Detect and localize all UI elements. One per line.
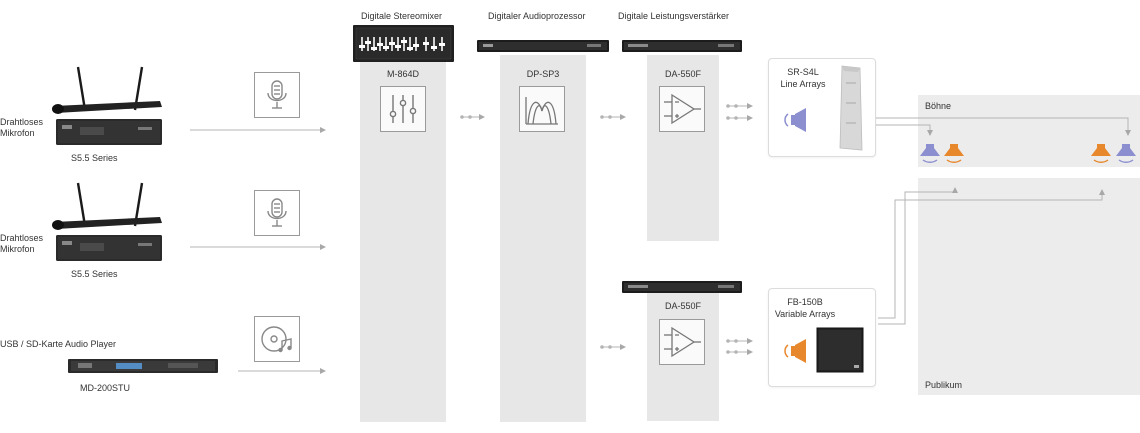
amplifier-column-header: Digitale Leistungsverstärker (618, 11, 730, 21)
variable-array-to-stage-right-connector (878, 189, 1105, 319)
stage-speaker-orange-right-icon (1090, 142, 1112, 166)
speaker-orange-icon (784, 339, 810, 363)
amplifier-bottom-icon (659, 319, 705, 365)
processor-filter-icon (519, 86, 565, 132)
amplifier-top-device-label: DA-550F (664, 69, 701, 79)
mixer-device-label: M-864D (386, 69, 419, 79)
variable-array-model: FB-150B (787, 297, 823, 307)
source-1-model: S5.5 Series (71, 153, 118, 163)
processor-device-label: DP-SP3 (526, 69, 560, 79)
amplifier-top-icon (659, 86, 705, 132)
source-3-label: USB / SD-Karte Audio Player (0, 339, 117, 349)
amplifier-bottom-device-label: DA-550F (664, 301, 701, 311)
variable-array-type: Variable Arrays (774, 309, 836, 319)
line-array-type: Line Arrays (780, 79, 826, 89)
mixer-rack-image (353, 25, 454, 62)
line-array-to-stage-left-connector (876, 124, 933, 136)
line-array-to-stage-right-connector (876, 117, 1131, 136)
stage-speaker-blue-left-icon (919, 142, 941, 166)
speaker-blue-icon (784, 108, 810, 132)
audience-zone-label: Publikum (925, 380, 963, 390)
wireless-receiver-1-image (50, 65, 165, 150)
amplifier-bottom-rack-image (622, 281, 742, 293)
source-3-model: MD-200STU (80, 383, 131, 393)
processor-rack-image (477, 40, 609, 52)
audience-zone (918, 178, 1140, 395)
stage-zone-label: Böhne (925, 101, 952, 111)
line-array-model: SR-S4L (787, 67, 819, 77)
variable-array-to-stage-left-connector (878, 187, 958, 325)
source-2-label: Drahtloses Mikrofon (0, 233, 43, 255)
source-1-label-line2: Mikrofon (0, 128, 35, 138)
source-2-model: S5.5 Series (71, 269, 118, 279)
line-array-speaker-image (836, 64, 866, 152)
media-player-image (68, 355, 218, 377)
processor-column-header: Digitaler Audioprozessor (488, 11, 586, 21)
stage-speaker-orange-left-icon (943, 142, 965, 166)
mixer-fader-icon (380, 86, 426, 132)
disc-music-icon (254, 316, 300, 362)
mixer-column-header: Digitale Stereomixer (361, 11, 443, 21)
amplifier-top-rack-image (622, 40, 742, 52)
source-1-label-line1: Drahtloses (0, 117, 44, 127)
subwoofer-image (816, 327, 864, 373)
source-1-label: Drahtloses Mikrofon (0, 117, 43, 139)
wireless-receiver-2-image (50, 181, 165, 266)
microphone-icon (254, 190, 300, 236)
microphone-icon (254, 72, 300, 118)
stage-speaker-blue-right-icon (1115, 142, 1137, 166)
source-2-label-line2: Mikrofon (0, 244, 35, 254)
source-2-label-line1: Drahtloses (0, 233, 44, 243)
